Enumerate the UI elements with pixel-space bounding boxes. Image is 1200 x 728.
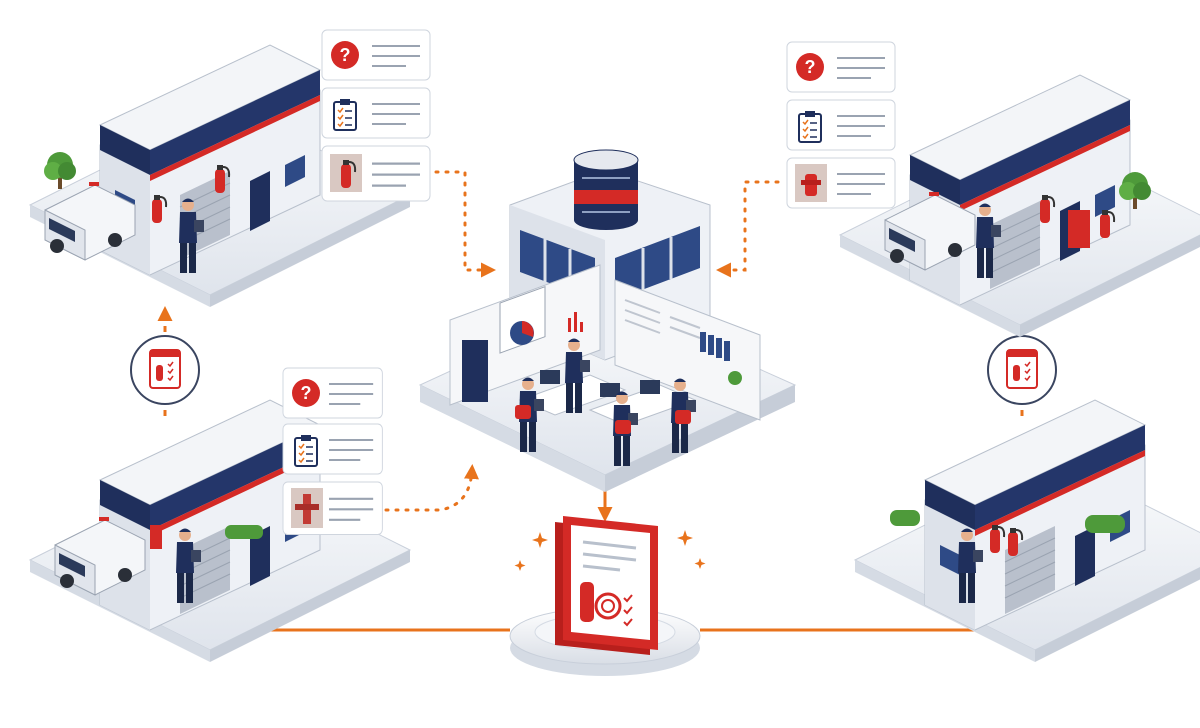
database-icon	[573, 149, 639, 230]
cards-top-right	[786, 41, 896, 209]
clipboard-checklist-icon	[333, 98, 357, 131]
hose-cabinet-icon	[1068, 210, 1090, 248]
card-photo[interactable]	[281, 480, 384, 536]
card-photo[interactable]	[786, 157, 896, 209]
clipboard-checklist-icon	[798, 110, 822, 143]
hose-cabinet-icon	[150, 525, 162, 549]
question-icon	[796, 53, 824, 81]
question-icon	[331, 41, 359, 69]
bar-chart-icon	[568, 312, 583, 332]
card-checklist[interactable]	[321, 87, 431, 139]
server-rack-icon	[462, 340, 488, 402]
manual-badge-icon-left	[130, 335, 200, 405]
sparkle-icon	[514, 530, 706, 571]
card-question[interactable]	[282, 367, 384, 419]
card-checklist[interactable]	[282, 423, 384, 475]
clipboard-checklist-icon	[294, 434, 318, 467]
manual	[509, 516, 706, 676]
cards-bottom-left	[281, 367, 384, 536]
edge-top-left-to-hub	[434, 170, 496, 278]
hedge-icon	[225, 525, 263, 539]
site-bottom-right	[854, 399, 1200, 663]
site-bottom-left	[29, 399, 411, 663]
edge-bottom-left-to-hub	[384, 464, 479, 512]
card-question[interactable]	[786, 41, 896, 93]
site-top-right	[839, 74, 1200, 338]
card-photo[interactable]	[320, 144, 432, 203]
central-hub	[418, 149, 797, 492]
edge-top-right-to-hub	[716, 180, 780, 278]
card-question[interactable]	[321, 29, 431, 81]
question-icon	[292, 379, 320, 407]
tree-icon	[44, 152, 76, 189]
manual-book-icon	[555, 516, 658, 655]
hedge-icon	[1085, 515, 1125, 533]
hedge-icon	[890, 510, 920, 526]
manual-badge-icon-right	[987, 335, 1057, 405]
cards-top-left	[320, 29, 432, 203]
card-checklist[interactable]	[786, 99, 896, 151]
